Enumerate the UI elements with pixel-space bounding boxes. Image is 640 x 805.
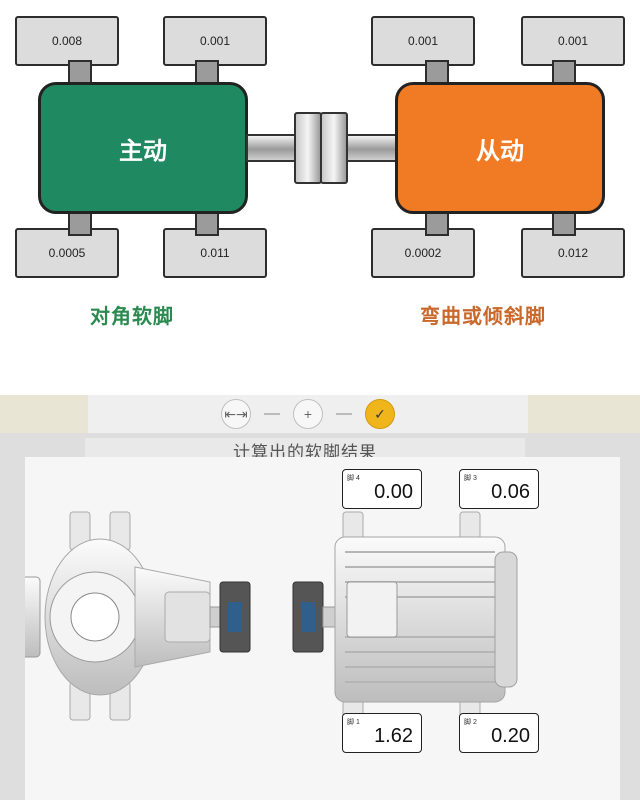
reading-value: 0.0005	[48, 246, 86, 260]
reading-value: 0.001	[199, 34, 231, 48]
foot-label: 脚 1	[347, 719, 360, 726]
foot-2-readout: 脚 2 0.20	[459, 713, 539, 753]
foot-1-readout: 脚 1 1.62	[342, 713, 422, 753]
drive-motor-label: 主动	[119, 137, 167, 165]
foot-value: 0.06	[491, 481, 530, 503]
drive-foot-reading-top-left: 0.008	[15, 16, 119, 66]
measure-distance-icon[interactable]: ⇤⇥	[221, 399, 251, 429]
caption-bent-or-tilted-foot: 弯曲或倾斜脚	[420, 306, 546, 328]
driven-foot-reading-top-left: 0.001	[371, 16, 475, 66]
toolbar-connector	[264, 413, 280, 415]
drive-motor: 主动	[38, 82, 248, 214]
toolbar-connector	[336, 413, 352, 415]
foot-pad	[195, 60, 219, 86]
button-glyph: ⇤⇥	[224, 405, 248, 422]
reading-value: 0.011	[200, 246, 230, 260]
mode-toolbar: ⇤⇥ + ✓	[88, 395, 528, 433]
machine-illustration	[14, 511, 518, 723]
drive-foot-reading-bottom-left: 0.0005	[15, 228, 119, 278]
left-panel-strip	[0, 395, 88, 433]
reading-value: 0.001	[557, 34, 589, 48]
button-glyph: +	[303, 406, 313, 422]
reading-value: 0.001	[407, 34, 439, 48]
reading-value: 0.0002	[404, 246, 442, 260]
softfoot-check-icon[interactable]: ✓	[365, 399, 395, 429]
foot-pad	[195, 210, 219, 236]
driven-foot-reading-bottom-left: 0.0002	[371, 228, 475, 278]
foot-label: 脚 3	[464, 475, 477, 482]
foot-4-readout: 脚 4 0.00	[342, 469, 422, 509]
foot-value: 1.62	[374, 725, 413, 747]
coupling-half-left	[294, 112, 322, 184]
button-glyph: ✓	[374, 405, 386, 422]
coupling-half-right	[320, 112, 348, 184]
foot-value: 0.00	[374, 481, 413, 503]
foot-value: 0.20	[491, 725, 530, 747]
driven-foot-reading-top-right: 0.001	[521, 16, 625, 66]
driven-shaft	[346, 134, 398, 162]
foot-label: 脚 4	[347, 475, 360, 482]
soft-foot-diagram: 0.008 0.001 0.0005 0.011 主动 0.001 0.001 …	[0, 0, 640, 395]
driven-motor: 从动	[395, 82, 605, 214]
foot-label: 脚 2	[464, 719, 477, 726]
driven-motor-label: 从动	[476, 137, 524, 165]
reading-value: 0.012	[557, 246, 589, 260]
machine-view: 脚 4 0.00 脚 3 0.06 脚 1 1.62 脚 2 0.20	[14, 457, 620, 800]
drive-shaft	[246, 134, 298, 162]
foot-pad	[68, 210, 92, 236]
alignment-app-screen: ⇤⇥ + ✓ 计算出的软脚结果	[0, 395, 640, 800]
foot-pad	[552, 210, 576, 236]
reading-value: 0.008	[51, 34, 83, 48]
crosshair-icon[interactable]: +	[293, 399, 323, 429]
right-panel-strip	[528, 395, 640, 433]
foot-3-readout: 脚 3 0.06	[459, 469, 539, 509]
drive-foot-reading-top-right: 0.001	[163, 16, 267, 66]
caption-diagonal-soft-foot: 对角软脚	[90, 306, 174, 328]
